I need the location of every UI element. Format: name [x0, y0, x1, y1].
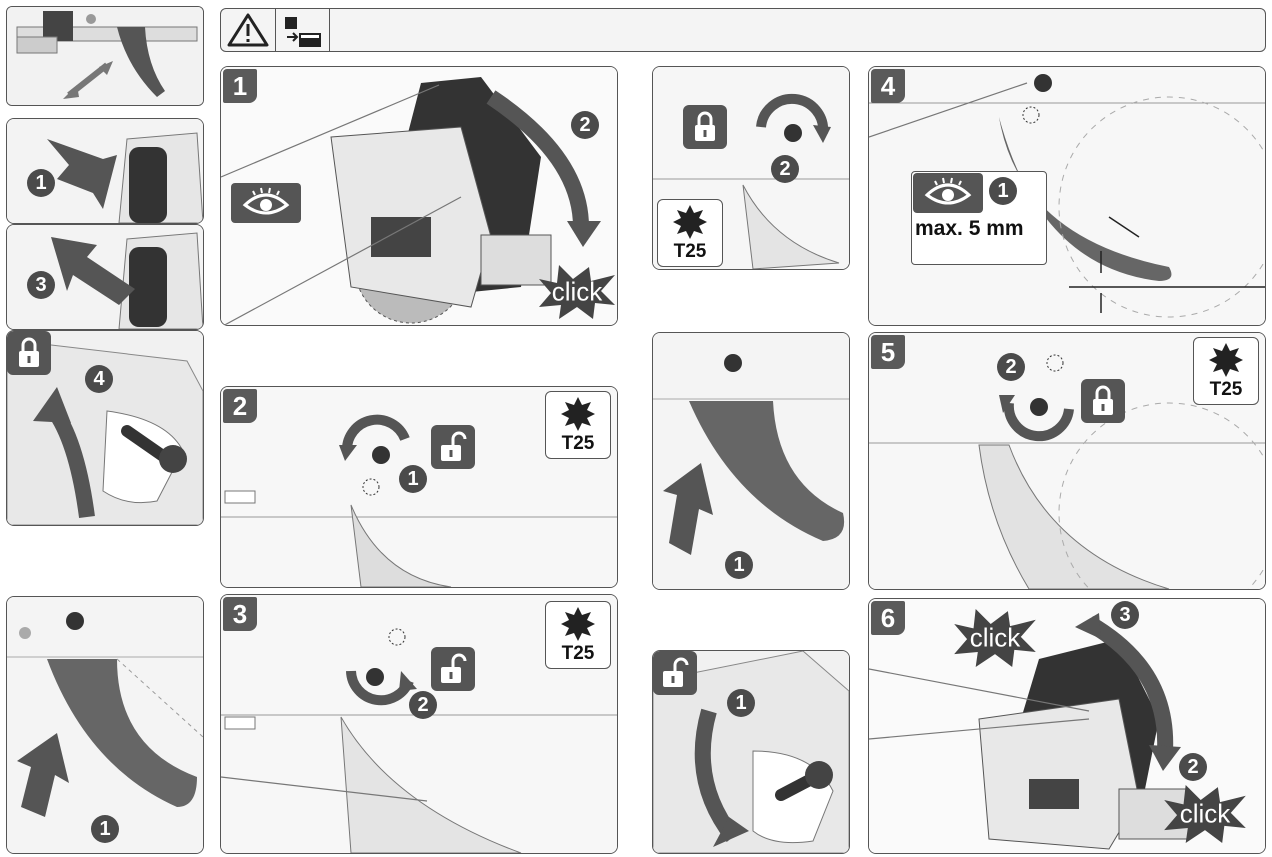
- step-number: 3: [223, 597, 257, 631]
- callout-1: 1: [989, 177, 1017, 205]
- step-number: 4: [871, 69, 905, 103]
- callout-4: 4: [85, 365, 113, 393]
- panel-lock-lever: 1: [652, 650, 850, 854]
- panel-left-blade-push: 1: [6, 596, 204, 854]
- panel-left-release: 3: [6, 224, 204, 330]
- warning-triangle-icon: [227, 13, 269, 47]
- measure-label: max. 5 mm: [915, 217, 1024, 240]
- callout-2: 2: [1179, 753, 1207, 781]
- warning-cell: [221, 9, 276, 51]
- callout-3: 3: [1111, 601, 1139, 629]
- callout-1: 1: [399, 465, 427, 493]
- torx-label: T25: [561, 643, 595, 664]
- panel-step-2: 2 1 T25: [220, 386, 618, 588]
- torx-label: T25: [673, 241, 707, 262]
- click-badge: click: [539, 265, 615, 319]
- click-badge: click: [1159, 785, 1251, 843]
- panel-step-6: 6 3 2 click click: [868, 598, 1266, 854]
- torx-label: T25: [561, 433, 595, 454]
- panel-step-5: 5 2 T25: [868, 332, 1266, 590]
- step-number: 1: [223, 69, 257, 103]
- click-badge: click: [949, 609, 1041, 667]
- click-label: click: [551, 276, 603, 307]
- lock-icon: [683, 105, 727, 149]
- callout-2: 2: [409, 691, 437, 719]
- read-manual-icon: [285, 17, 321, 47]
- click-label: click: [969, 622, 1021, 653]
- riving-knife-detail-drawing: [7, 7, 203, 105]
- callout-2: 2: [997, 353, 1025, 381]
- close-lever-drawing: [653, 651, 849, 853]
- lock-icon: [1081, 379, 1125, 423]
- step-number: 2: [223, 389, 257, 423]
- panel-insert-knife: 1: [652, 332, 850, 590]
- callout-1: 1: [727, 689, 755, 717]
- eye-icon: [231, 183, 301, 223]
- unlock-icon: [431, 425, 475, 469]
- insert-knife-drawing: [653, 333, 849, 589]
- torx-bit-icon: T25: [545, 601, 611, 669]
- panel-left-press: 1: [6, 118, 204, 224]
- panel-step-4: 4 1 max. 5 mm: [868, 66, 1266, 326]
- lock-icon: [7, 331, 51, 375]
- blade-push-drawing: [7, 597, 203, 853]
- step-number: 6: [871, 601, 905, 635]
- unlock-icon: [653, 651, 697, 695]
- eye-icon: [913, 173, 983, 213]
- callout-2: 2: [571, 111, 599, 139]
- manual-cell: [275, 9, 330, 51]
- lever-release-drawing: [7, 225, 203, 329]
- panel-step-1: 1 2 click: [220, 66, 618, 326]
- callout-1: 1: [91, 815, 119, 843]
- tighten-screw-drawing: [653, 67, 849, 269]
- click-label: click: [1179, 798, 1231, 829]
- torx-bit-icon: T25: [657, 199, 723, 267]
- unlock-icon: [431, 647, 475, 691]
- torx-bit-icon: T25: [1193, 337, 1259, 405]
- step-number: 5: [871, 335, 905, 369]
- callout-3: 3: [27, 271, 55, 299]
- torx-label: T25: [1209, 379, 1243, 400]
- callout-2: 2: [771, 155, 799, 183]
- panel-detail-riving-knife: [6, 6, 204, 106]
- header-bar: [220, 8, 1266, 52]
- torx-bit-icon: T25: [545, 391, 611, 459]
- panel-tighten-screw: 2 T25: [652, 66, 850, 270]
- panel-left-lock-lever: 4: [6, 330, 204, 526]
- panel-step-3: 3 2 T25: [220, 594, 618, 854]
- callout-1: 1: [27, 169, 55, 197]
- callout-1: 1: [725, 551, 753, 579]
